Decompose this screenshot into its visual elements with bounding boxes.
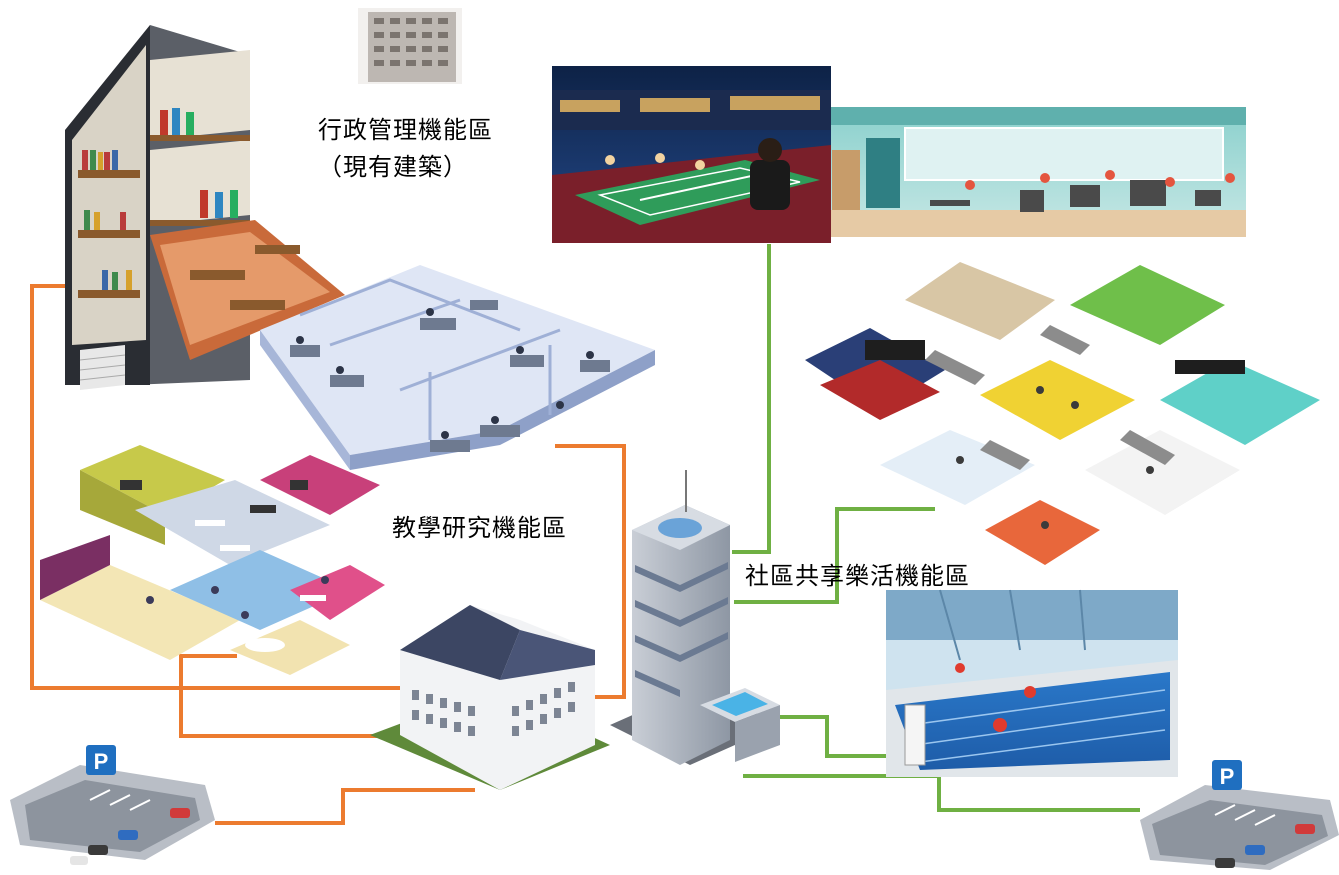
swimming-pool-photo bbox=[886, 589, 1178, 777]
community-zone-label: 社區共享樂活機能區 bbox=[745, 562, 970, 590]
parking-letter-right: P bbox=[1220, 764, 1235, 789]
office-floor-illustration bbox=[260, 265, 655, 470]
parking-sign-left bbox=[86, 745, 116, 775]
parking-right: P bbox=[1140, 760, 1339, 870]
teaching-zone-label: 教學研究機能區 bbox=[392, 514, 567, 542]
connector-offices bbox=[179, 654, 409, 738]
connector-mall bbox=[734, 507, 935, 604]
connector-classrooms bbox=[555, 444, 626, 699]
mall-illustration bbox=[805, 262, 1320, 565]
connector-library bbox=[30, 284, 404, 690]
main-building bbox=[370, 605, 610, 790]
badminton-arena-photo bbox=[552, 66, 831, 243]
orange-connectors bbox=[30, 284, 626, 825]
gym-photo bbox=[831, 107, 1246, 237]
connector-sports bbox=[732, 244, 771, 554]
parking-left: P bbox=[10, 745, 215, 865]
green-connectors bbox=[732, 244, 1140, 812]
admin-building-photo bbox=[358, 8, 462, 84]
parking-sign-right bbox=[1212, 760, 1242, 790]
connector-parking-right bbox=[743, 774, 1140, 812]
library-phone-illustration bbox=[65, 25, 345, 390]
connector-parking-left bbox=[215, 788, 475, 825]
classroom-rooms-illustration bbox=[40, 445, 385, 675]
admin-zone-label: 行政管理機能區（現有建築） bbox=[318, 116, 493, 181]
parking-letter-left: P bbox=[94, 749, 109, 774]
community-tower bbox=[610, 470, 780, 765]
connector-pool bbox=[778, 715, 886, 758]
